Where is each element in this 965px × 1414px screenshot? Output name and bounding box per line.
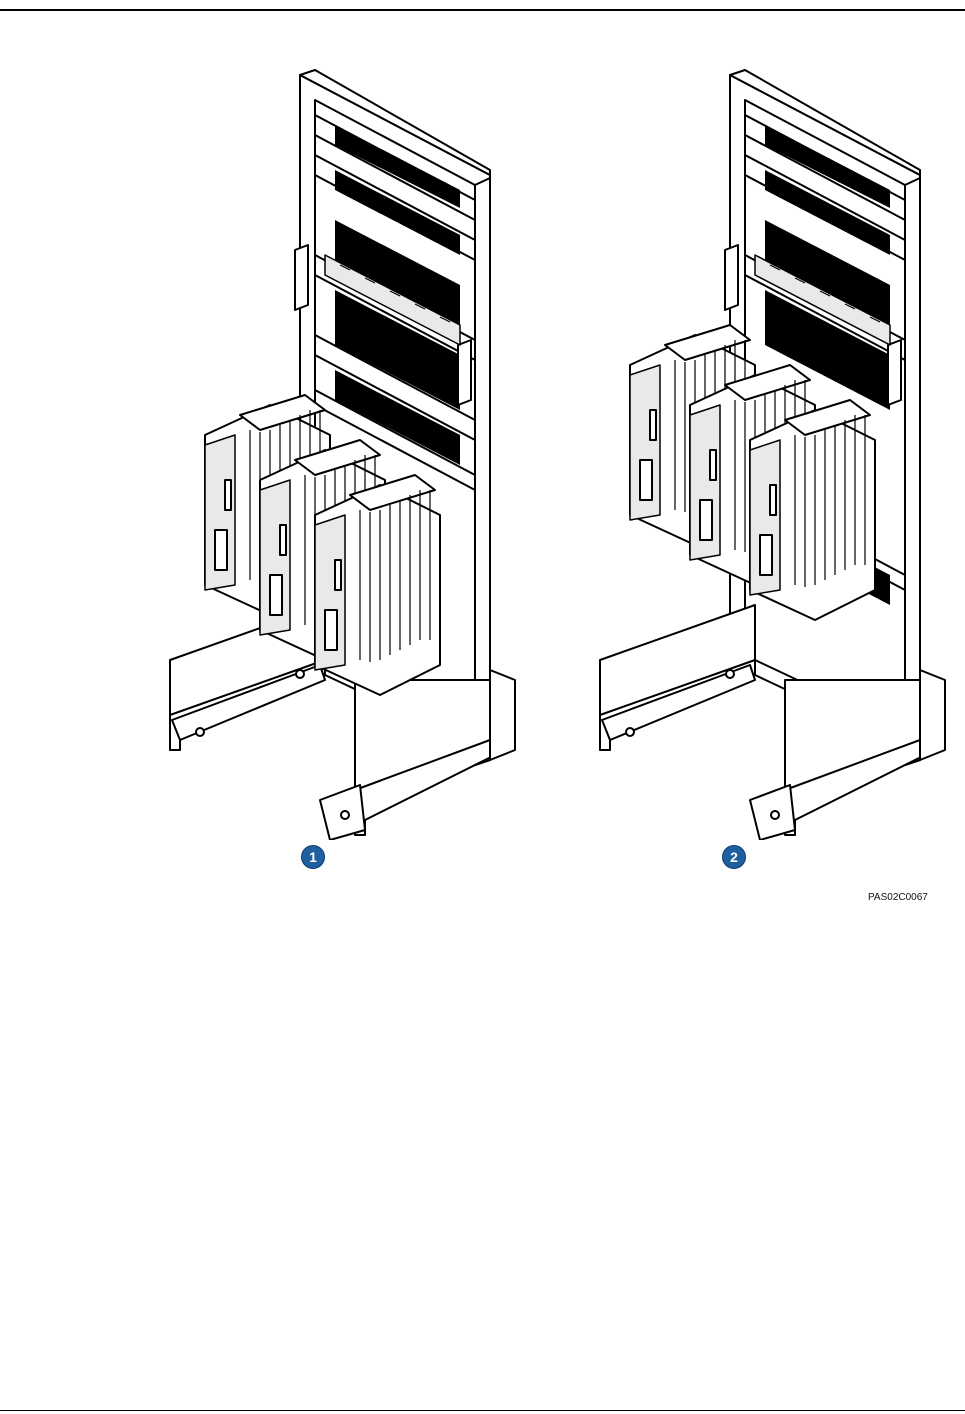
figure-code: PAS02C0067: [868, 892, 928, 903]
rack-base: [600, 605, 945, 840]
header-rule: [0, 9, 965, 11]
power-module: [750, 400, 875, 620]
callout-badge-1: 1: [301, 845, 325, 869]
rack-illustration-1: [160, 60, 530, 840]
rack-illustration-2: [590, 60, 960, 840]
callout-badge-2: 2: [722, 845, 746, 869]
footer-rule: [0, 1410, 965, 1411]
power-module: [315, 475, 440, 695]
